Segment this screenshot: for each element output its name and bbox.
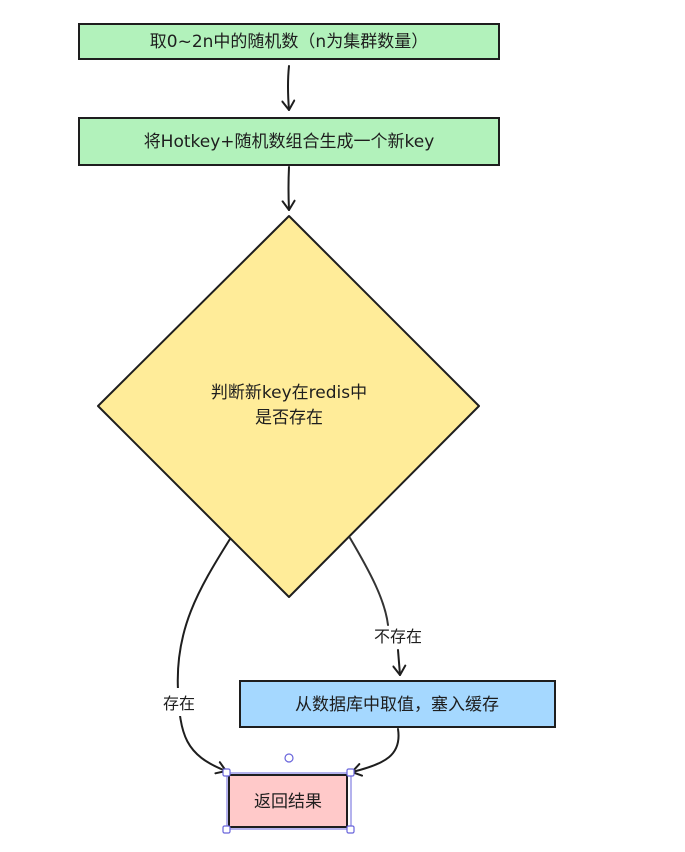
resize-handle-top-left[interactable] <box>222 768 231 777</box>
node-fetch-from-db-box <box>239 680 556 728</box>
node-fetch-from-db[interactable]: 从数据库中取值，塞入缓存 <box>239 680 556 728</box>
edge-not-exists-upper[interactable] <box>349 537 389 626</box>
selection-frame[interactable] <box>222 753 355 834</box>
node-return-result-label: 返回结果 <box>254 792 322 812</box>
node-random-number-box <box>78 23 500 60</box>
node-decision-label-line2: 是否存在 <box>255 408 323 428</box>
node-generate-new-key-box <box>78 117 500 166</box>
arrow-newkey-to-decision[interactable] <box>281 166 296 211</box>
edge-db-to-result[interactable] <box>351 728 400 777</box>
selection-outline <box>226 772 352 830</box>
node-fetch-from-db-label: 从数据库中取值，塞入缓存 <box>295 695 499 715</box>
node-return-result-box <box>228 774 348 828</box>
edge-exists-label-bg <box>156 688 202 716</box>
edge-exists[interactable] <box>176 538 231 775</box>
resize-handle-top-right[interactable] <box>346 768 355 777</box>
resize-handle-bottom-left[interactable] <box>222 825 231 834</box>
node-decision-label-line1: 判断新key在redis中 <box>211 383 367 403</box>
edge-not-exists-label: 不存在 <box>374 627 422 646</box>
node-decision[interactable]: 判断新key在redis中 是否存在 <box>97 215 480 598</box>
node-generate-new-key-label: 将Hotkey+随机数组合生成一个新key <box>144 132 435 152</box>
arrow-random-to-newkey[interactable] <box>281 65 296 111</box>
node-return-result[interactable]: 返回结果 <box>228 774 348 828</box>
rotation-handle[interactable] <box>284 753 294 763</box>
node-random-number[interactable]: 取0~2n中的随机数（n为集群数量） <box>78 23 500 60</box>
edge-exists-label: 存在 <box>163 694 195 713</box>
node-generate-new-key[interactable]: 将Hotkey+随机数组合生成一个新key <box>78 117 500 166</box>
resize-handle-bottom-right[interactable] <box>346 825 355 834</box>
node-decision-diamond <box>97 215 480 598</box>
edge-not-exists-arrow[interactable] <box>392 649 407 676</box>
node-random-number-label: 取0~2n中的随机数（n为集群数量） <box>150 32 428 52</box>
